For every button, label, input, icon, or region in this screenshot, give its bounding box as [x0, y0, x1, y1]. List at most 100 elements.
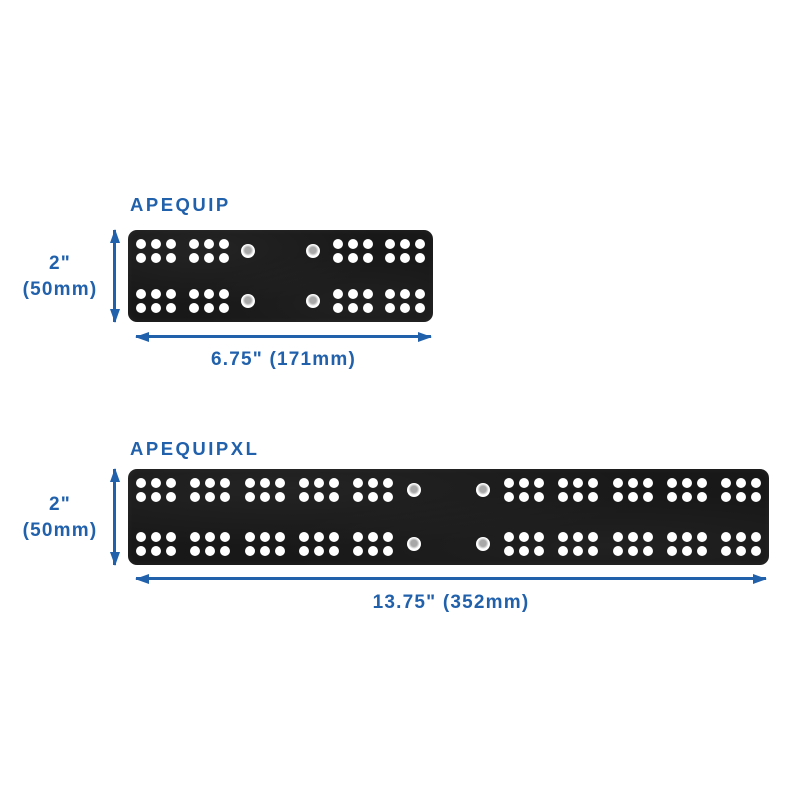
small-hole	[666, 492, 677, 502]
small-hole	[558, 478, 569, 488]
small-hole	[205, 478, 216, 488]
small-hole	[642, 492, 653, 502]
hole-cluster	[666, 478, 707, 502]
small-hole	[588, 478, 599, 488]
small-hole	[721, 546, 731, 556]
small-hole	[534, 478, 544, 488]
small-hole	[362, 303, 373, 313]
hole-cluster	[244, 478, 285, 502]
small-hole	[666, 478, 677, 488]
small-hole	[151, 546, 161, 556]
small-hole	[400, 253, 410, 263]
small-hole	[681, 492, 692, 502]
small-hole	[736, 546, 746, 556]
small-hole	[385, 303, 395, 313]
small-hole	[534, 546, 544, 556]
small-hole	[188, 253, 199, 263]
hole-cluster	[666, 532, 707, 556]
small-hole	[751, 492, 761, 502]
small-hole	[274, 492, 285, 502]
small-hole	[383, 492, 393, 502]
small-hole	[736, 532, 746, 542]
small-hole	[244, 478, 255, 488]
small-hole	[696, 478, 707, 488]
small-hole	[721, 478, 731, 488]
small-hole	[353, 532, 363, 542]
hole-cluster	[353, 478, 393, 502]
large-hole	[241, 294, 255, 308]
small-hole	[534, 492, 544, 502]
hole-cluster	[385, 289, 425, 313]
small-hole	[347, 239, 358, 249]
small-hole	[751, 546, 761, 556]
small-hole	[368, 478, 378, 488]
small-hole	[328, 492, 339, 502]
small-hole	[415, 253, 425, 263]
center-spacer	[268, 301, 294, 302]
small-hole	[353, 546, 363, 556]
small-hole	[558, 546, 569, 556]
hole-band	[136, 532, 761, 556]
small-hole	[203, 239, 214, 249]
hole-cluster	[332, 239, 373, 263]
small-hole	[332, 289, 343, 299]
hole-band	[136, 289, 425, 313]
hole-cluster	[188, 289, 229, 313]
hole-cluster	[353, 532, 393, 556]
small-hole	[558, 492, 569, 502]
hole-cluster	[136, 239, 176, 263]
small-hole	[136, 492, 146, 502]
small-hole	[504, 492, 514, 502]
hole-cluster	[558, 478, 599, 502]
small-hole	[519, 532, 529, 542]
large-hole	[475, 537, 490, 551]
hole-band	[136, 239, 425, 263]
plate-name-label: APEQUIP	[130, 194, 231, 215]
small-hole	[519, 478, 529, 488]
small-hole	[415, 303, 425, 313]
large-hole	[306, 294, 320, 308]
small-hole	[385, 289, 395, 299]
small-hole	[218, 239, 229, 249]
small-hole	[332, 239, 343, 249]
small-hole	[415, 289, 425, 299]
small-hole	[274, 478, 285, 488]
small-hole	[627, 546, 638, 556]
small-hole	[642, 546, 653, 556]
small-hole	[205, 492, 216, 502]
small-hole	[588, 532, 599, 542]
small-hole	[751, 532, 761, 542]
small-hole	[188, 303, 199, 313]
center-spacer	[436, 544, 462, 545]
hole-cluster	[612, 532, 653, 556]
small-hole	[721, 492, 731, 502]
mounting-plate	[128, 230, 433, 322]
small-hole	[612, 478, 623, 488]
hole-cluster	[244, 532, 285, 556]
small-hole	[362, 289, 373, 299]
small-hole	[166, 239, 176, 249]
small-hole	[298, 478, 309, 488]
small-hole	[259, 532, 270, 542]
small-hole	[721, 532, 731, 542]
small-hole	[136, 532, 146, 542]
small-hole	[166, 289, 176, 299]
small-hole	[383, 532, 393, 542]
small-hole	[573, 532, 584, 542]
small-hole	[259, 492, 270, 502]
small-hole	[612, 492, 623, 502]
hole-cluster	[504, 532, 544, 556]
small-hole	[368, 532, 378, 542]
small-hole	[328, 478, 339, 488]
small-hole	[383, 546, 393, 556]
small-hole	[220, 546, 231, 556]
small-hole	[400, 239, 410, 249]
height-dimension-inches: 2"	[49, 494, 71, 515]
small-hole	[328, 546, 339, 556]
small-hole	[298, 546, 309, 556]
hole-cluster	[136, 478, 176, 502]
large-hole	[306, 244, 320, 258]
small-hole	[362, 253, 373, 263]
small-hole	[188, 289, 199, 299]
